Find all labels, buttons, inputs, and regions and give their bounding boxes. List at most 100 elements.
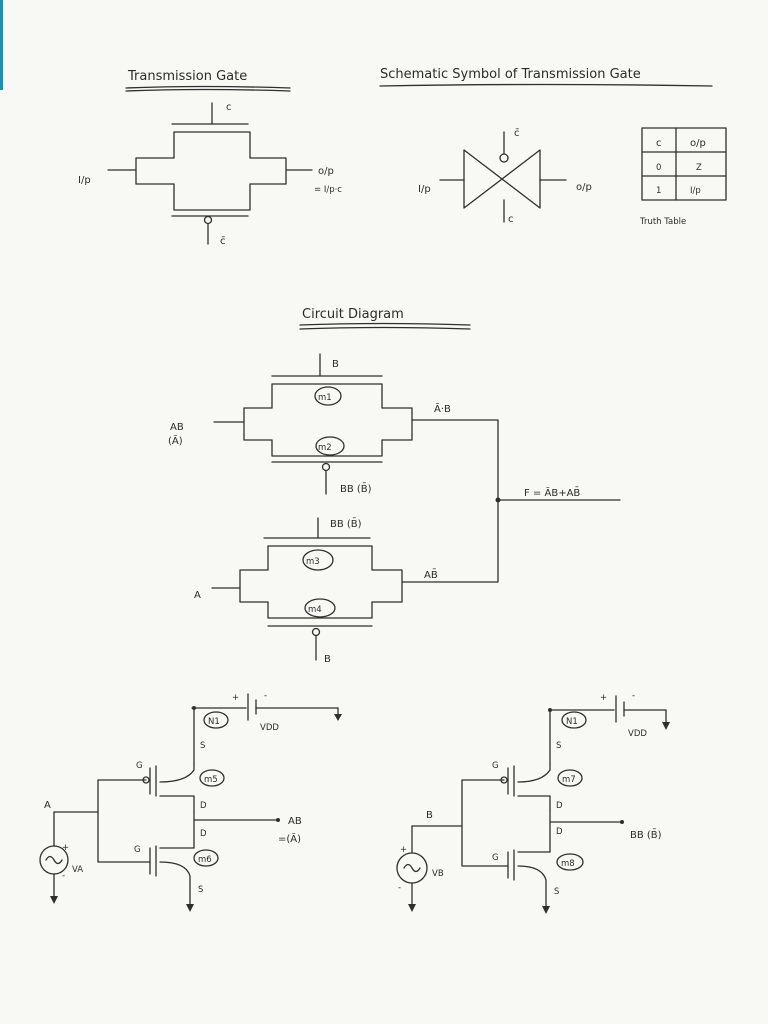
gate2-body: [211, 499, 499, 619]
source-bottom-label: S: [198, 885, 203, 895]
inverter-a-output-alt: =(Ā): [278, 832, 301, 845]
inverter-a-input: A: [44, 800, 51, 811]
transistor-circle: [193, 849, 219, 867]
gate2-m-top: m3: [306, 557, 320, 567]
ground-arrow: [50, 896, 58, 904]
supply-plus: +: [600, 693, 607, 703]
pmos-label: m5: [204, 775, 218, 785]
transmission-gate-title: Transmission Gate: [127, 69, 247, 84]
ground-arrow: [662, 722, 670, 730]
transistor-circle: [556, 853, 584, 871]
nmos-label: m8: [561, 859, 575, 869]
inverter-b-output: BB (B̄): [630, 828, 662, 841]
tg-control-bottom: c̄: [220, 236, 226, 247]
pmos-drain: [517, 795, 551, 811]
output-dot: [276, 818, 280, 822]
gate1-m-top: m1: [318, 393, 332, 403]
supply-label: VDD: [628, 729, 647, 739]
circuit-diagram-section: Circuit Diagram B m1 m2 BB (B̄) AB (Ā) Ā…: [168, 307, 621, 665]
pmos-gate-label: G: [492, 761, 499, 771]
pmos-gate-label: G: [136, 761, 143, 771]
supply-minus: -: [632, 691, 635, 701]
drain-top-label: D: [200, 801, 207, 811]
nmos-gate-label: G: [492, 853, 499, 863]
transistor-circle: [199, 769, 225, 787]
node-label: N1: [566, 717, 578, 727]
transmission-gate-1: B m1 m2 BB (B̄) AB (Ā) Ā·B: [168, 353, 499, 501]
transistor-circle: [557, 769, 583, 787]
title-underline: [379, 83, 713, 87]
truth-table-cell: 1: [656, 186, 661, 196]
circuit-diagram-title: Circuit Diagram: [302, 307, 404, 322]
inversion-bubble: [321, 462, 331, 472]
schematic-symbol-title: Schematic Symbol of Transmission Gate: [380, 67, 641, 82]
tg-output-label: o/p: [318, 166, 334, 177]
gate-input-wire: [97, 779, 151, 863]
symbol-triangles: [463, 149, 541, 209]
transistor-circle: [315, 436, 345, 456]
gate2-control-bottom: B: [324, 654, 331, 665]
pmos-label: m7: [562, 775, 576, 785]
node-circle: [561, 711, 587, 729]
node-label: N1: [208, 717, 220, 727]
gate1-input: AB: [170, 422, 184, 433]
node-circle: [203, 711, 229, 729]
gate2-output: AB̄: [424, 568, 438, 581]
circuit-output-expr: F = ĀB+AB̄: [524, 486, 580, 499]
source-label: VB: [432, 869, 444, 879]
inverter-b-input: B: [426, 810, 433, 821]
inversion-bubble: [311, 627, 321, 637]
nmos-source: [517, 865, 547, 911]
nmos-gate-label: G: [134, 845, 141, 855]
truth-table-caption: Truth Table: [639, 217, 686, 227]
drain-bottom-label: D: [200, 829, 207, 839]
gate-input-wire: [461, 779, 509, 867]
ground-arrow: [542, 906, 550, 914]
ground-arrow: [334, 714, 342, 721]
output-dot: [620, 820, 624, 824]
nmos-label: m6: [198, 855, 212, 865]
symbol-control-top: c̄: [514, 128, 520, 139]
transistor-circle: [304, 598, 336, 618]
title-underline: [299, 322, 471, 326]
inverter-a-output: AB: [288, 816, 302, 827]
truth-table-header: c: [656, 138, 662, 149]
source-plus: +: [400, 845, 407, 855]
ac-wave-icon: [45, 855, 63, 865]
title-underline: [125, 88, 291, 92]
symbol-control-bottom: c: [508, 214, 514, 225]
gate2-input: A: [194, 590, 201, 601]
source-label: VA: [72, 865, 83, 875]
truth-table-header: o/p: [690, 138, 706, 149]
truth-table-cell: Z: [696, 163, 702, 173]
pmos-channel: [159, 763, 195, 783]
gate1-body: [213, 383, 499, 501]
ground-arrow: [186, 904, 194, 912]
ground-arrow: [408, 904, 416, 912]
supply-label: VDD: [260, 723, 279, 733]
source-minus: -: [62, 871, 65, 881]
inverter-a: + - VDD N1 S m5 G D AB =(Ā) D m6 G S: [39, 691, 342, 912]
truth-table-border: [641, 127, 727, 201]
symbol-input-label: I/p: [418, 184, 431, 195]
tg-control-top: c: [226, 102, 232, 113]
drain-bottom-label: D: [556, 827, 563, 837]
truth-table: c o/p 0 Z 1 I/p Truth Table: [639, 127, 727, 227]
inverter-b: + - VDD N1 S m7 G D BB (B̄) D m8 G S B: [396, 691, 670, 914]
source-minus: -: [398, 883, 401, 893]
page-margin-mark: [0, 0, 3, 90]
pmos-drain: [159, 795, 195, 813]
source-top-label: S: [556, 741, 561, 751]
inversion-bubble: [499, 153, 509, 163]
supply-plus: +: [232, 693, 239, 703]
transistor-circle: [314, 386, 342, 406]
title-underline: [299, 326, 471, 330]
gate1-control-top: B: [332, 359, 339, 370]
source-bottom-label: S: [554, 887, 559, 897]
transmission-gate-section: Transmission Gate c c̄ I/p o/p = I/p·c: [78, 69, 342, 247]
title-underline: [125, 85, 291, 89]
inversion-bubble: [203, 215, 213, 225]
gate2-m-bottom: m4: [308, 605, 322, 615]
